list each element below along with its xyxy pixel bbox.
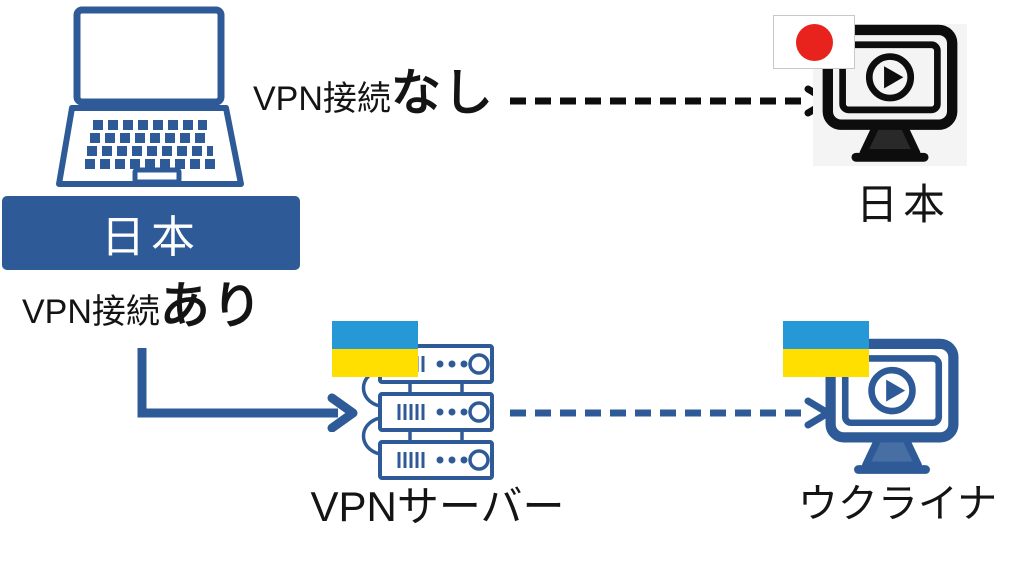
- vpn-route-label: VPN接続あり: [22, 281, 264, 331]
- ukraine-flag-blue-half: [783, 321, 869, 349]
- no-vpn-prefix-text: VPN接続: [253, 80, 391, 118]
- vpn-destination-label: ウクライナ: [797, 482, 998, 526]
- streaming-monitor-ukraine-icon: [825, 338, 959, 474]
- client-country-banner: 日本: [2, 196, 300, 270]
- ukraine-flag-icon: [783, 321, 869, 377]
- vpn-server-label: VPNサーバー: [310, 483, 565, 530]
- black-dashed-arrow: [510, 85, 832, 117]
- ukraine-flag-blue-half: [332, 321, 418, 349]
- no-vpn-route-label: VPN接続なし: [253, 68, 495, 118]
- client-country-label: 日本: [101, 213, 201, 262]
- blue-elbow-arrow: [137, 348, 358, 432]
- ukraine-flag-icon: [332, 321, 418, 377]
- japan-flag-icon: [773, 15, 855, 69]
- no-vpn-emphasis-text: なし: [390, 65, 495, 121]
- laptop-icon: [56, 6, 244, 187]
- ukraine-flag-yellow-half: [783, 349, 869, 377]
- japan-flag-sun-disc: [795, 23, 833, 61]
- blue-dashed-arrow: [510, 397, 832, 429]
- direct-destination-label: 日本: [855, 181, 950, 228]
- streaming-monitor-japan-icon: [813, 24, 967, 167]
- vpn-emphasis-text: あり: [159, 278, 264, 334]
- ukraine-flag-yellow-half: [332, 349, 418, 377]
- vpn-prefix-text: VPN接続: [22, 293, 160, 331]
